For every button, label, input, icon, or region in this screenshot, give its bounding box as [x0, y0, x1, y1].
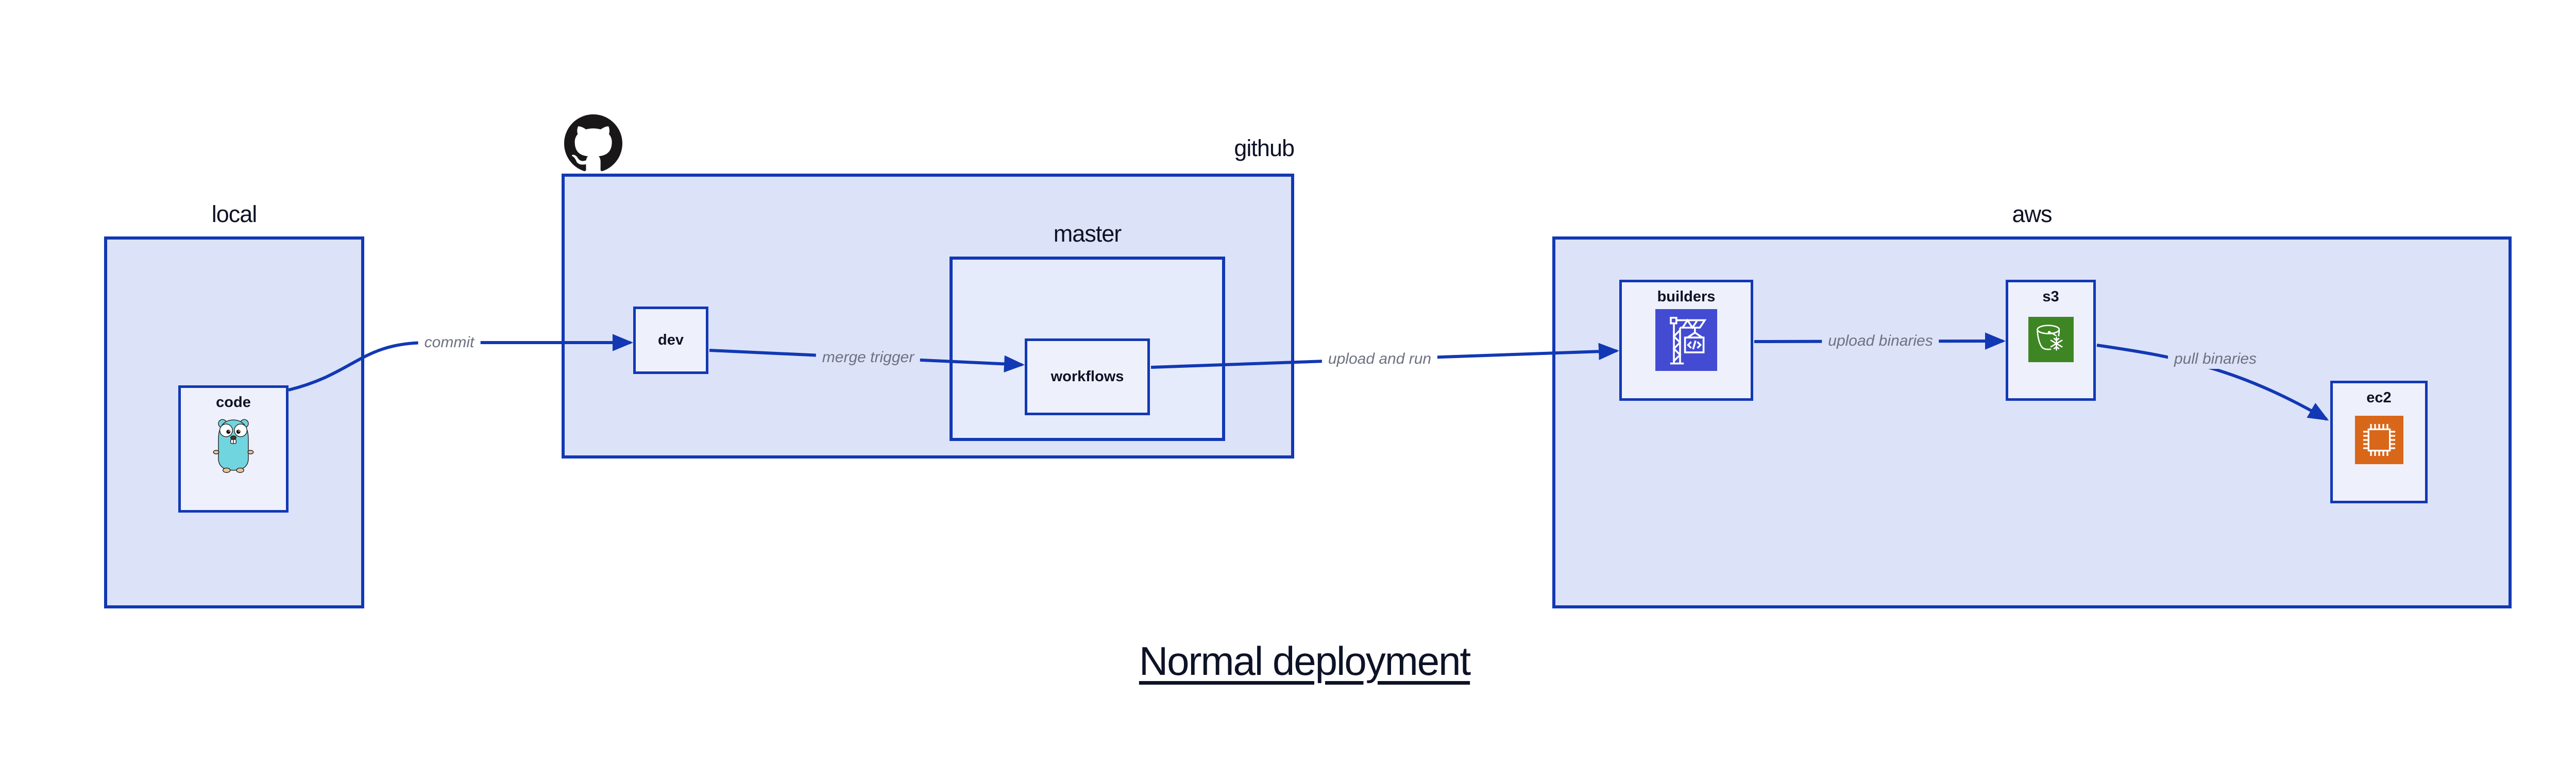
- node-dev-label: dev: [658, 332, 684, 348]
- aws-codebuild-icon: [1655, 309, 1717, 371]
- edge-pull-binaries-label: pull binaries: [2167, 349, 2263, 369]
- node-s3-label: s3: [2042, 288, 2059, 305]
- edge-commit-label: commit: [418, 333, 481, 352]
- node-s3: s3: [2006, 280, 2096, 401]
- container-aws-label: aws: [2012, 201, 2052, 227]
- aws-s3-glacier-bucket-icon: [2028, 317, 2074, 362]
- node-workflows: workflows: [1025, 338, 1150, 415]
- container-master-label: master: [1053, 220, 1122, 247]
- node-ec2-label: ec2: [2366, 389, 2392, 406]
- aws-ec2-chip-icon: [2354, 416, 2403, 464]
- github-octocat-icon: [564, 114, 622, 172]
- container-local-label: local: [211, 201, 258, 227]
- diagram-title: Normal deployment: [1139, 638, 1471, 684]
- node-code-label: code: [216, 394, 251, 411]
- container-github-label: github: [1234, 135, 1295, 161]
- node-builders: builders: [1619, 280, 1753, 401]
- edge-merge-trigger-label: merge trigger: [816, 348, 921, 367]
- go-gopher-icon: [213, 419, 254, 473]
- node-workflows-label: workflows: [1050, 368, 1124, 385]
- node-dev: dev: [633, 307, 708, 374]
- node-ec2: ec2: [2330, 381, 2428, 503]
- edge-upload-binaries-label: upload binaries: [1822, 331, 1939, 351]
- node-code: code: [178, 385, 289, 513]
- node-builders-label: builders: [1657, 288, 1716, 305]
- edge-upload-and-run-label: upload and run: [1321, 349, 1438, 369]
